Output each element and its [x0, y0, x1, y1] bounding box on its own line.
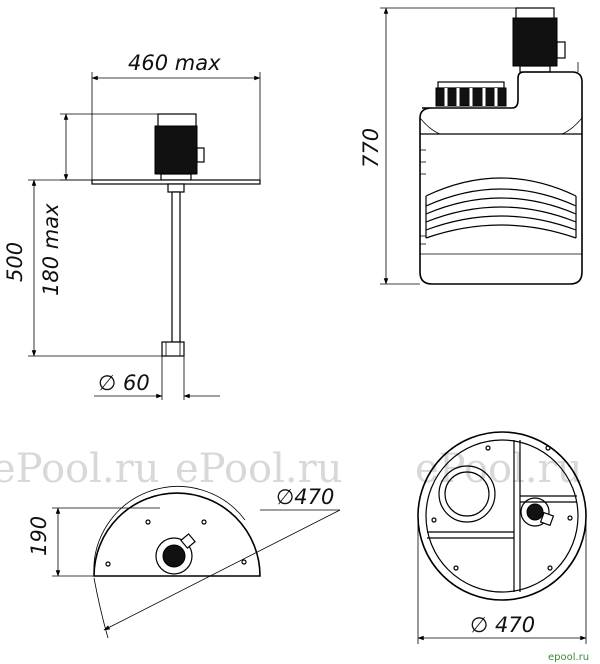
round-cover-view: ∅ 470 [417, 431, 587, 644]
motor-terminal-box [196, 147, 205, 163]
motor-flange [160, 173, 192, 181]
tank-motor-flange [519, 65, 551, 73]
tank-body [419, 71, 583, 285]
round-cover-shaft-ring [520, 497, 550, 527]
mixer-depth-label: 180 max [39, 203, 63, 296]
tank-height-label: 770 [359, 128, 383, 168]
mounting-plate [91, 179, 261, 185]
shaft-diameter-label: ∅ 60 [98, 371, 150, 395]
watermark-2: ePool.ru [175, 446, 343, 492]
cap-ribs [444, 88, 498, 106]
half-cover-shaft-ring [155, 537, 193, 575]
round-cover-diameter-label: ∅ 470 [470, 613, 535, 637]
motor-body [154, 125, 198, 175]
watermark-1: ePool.ru [0, 446, 160, 492]
mixer-view: 460 max 500 180 max ∅ 60 [3, 51, 261, 400]
half-cover-diameter-label: ∅470 [276, 485, 334, 509]
fill-opening-inner [444, 471, 490, 517]
half-cover-height-label: 190 [27, 516, 51, 556]
fill-opening-outer [438, 465, 496, 523]
corner-watermark: epool.ru [548, 652, 589, 663]
tank-view: 770 [359, 7, 583, 285]
mixer-width-label: 460 max [128, 51, 221, 75]
radius-arc [93, 577, 109, 639]
mixer-height-label: 500 [3, 242, 27, 282]
half-cover-shaft-hub [162, 544, 186, 568]
half-cover-view: 190 ∅470 [27, 485, 341, 639]
round-cover-inner-ring [425, 439, 579, 593]
tank-motor-terminal [556, 41, 566, 59]
tank-ribs [425, 177, 577, 239]
shaft [171, 191, 181, 343]
round-cover-shaft-hub [526, 503, 544, 521]
watermark-group: ePool.ru ePool.ru ePool.ru [0, 446, 583, 492]
tank-cap-top [437, 81, 505, 89]
tank-motor-body [512, 17, 558, 67]
half-cover-outline [93, 492, 261, 577]
coupling [167, 183, 185, 193]
impeller [161, 341, 185, 357]
